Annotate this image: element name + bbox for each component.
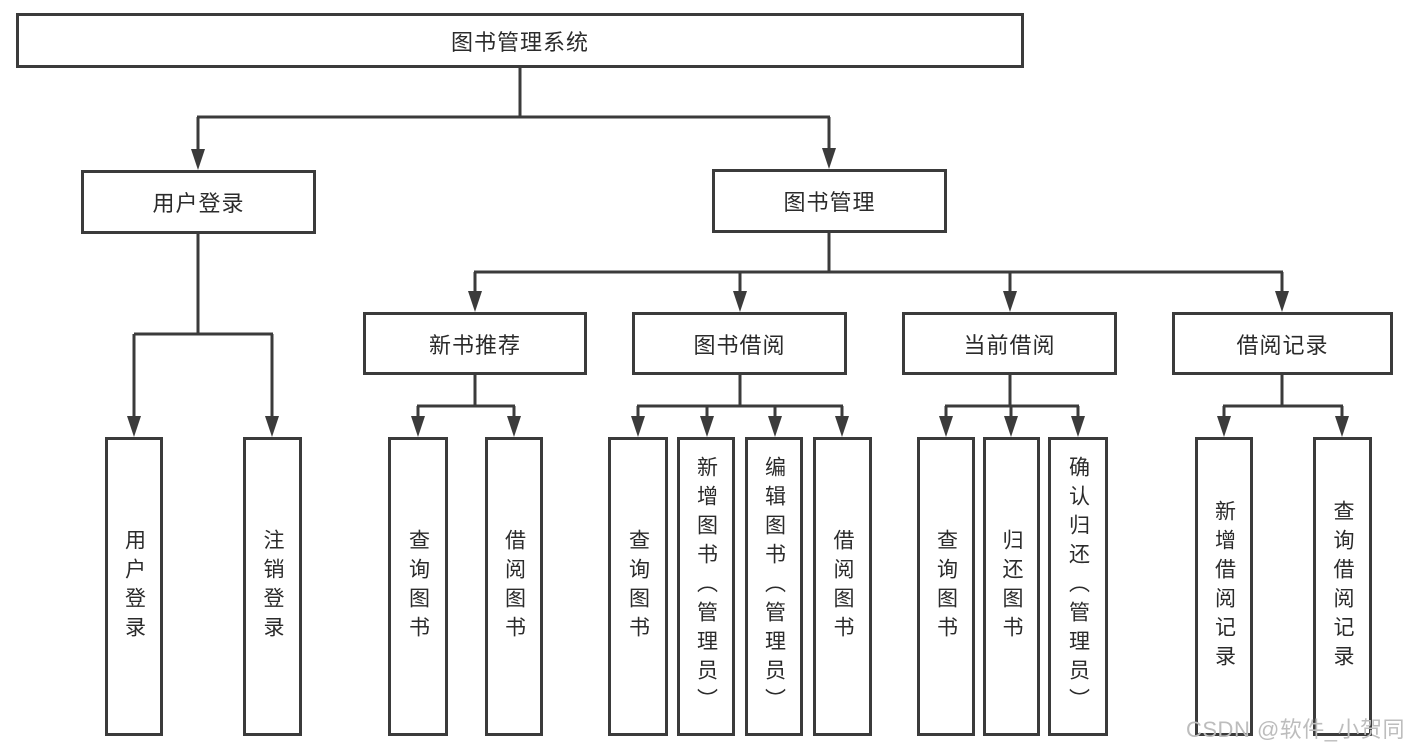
arrowhead-down-icon — [1275, 291, 1289, 312]
node-borrow-record-label: 借阅记录 — [1236, 332, 1329, 358]
node-current-borrow: 当前借阅 — [902, 312, 1117, 375]
node-book-mgmt-label: 图书管理 — [783, 190, 876, 215]
leaf-user-login-label: 用户登录 — [122, 528, 146, 645]
leaf-br-add-record: 新增借阅记录 — [1195, 437, 1253, 736]
arrowhead-down-icon — [1004, 416, 1018, 437]
arrowhead-down-icon — [733, 291, 747, 312]
arrowhead-down-icon — [468, 291, 482, 312]
node-root-label: 图书管理系统 — [450, 29, 589, 55]
leaf-bb-edit-books-admin-label: 编辑图书（管理员） — [762, 456, 786, 717]
node-new-book-rec: 新书推荐 — [363, 312, 587, 375]
node-book-borrow: 图书借阅 — [632, 312, 847, 375]
leaf-cb-return-books-label: 归还图书 — [1000, 528, 1023, 645]
arrowhead-down-icon — [700, 416, 714, 437]
arrowhead-down-icon — [411, 416, 425, 437]
arrowhead-down-icon — [1217, 416, 1231, 437]
leaf-nbr-borrow-books: 借阅图书 — [485, 437, 543, 736]
node-current-borrow-label: 当前借阅 — [963, 332, 1056, 358]
arrowhead-down-icon — [631, 416, 645, 437]
node-user-login: 用户登录 — [81, 170, 316, 234]
arrowhead-down-icon — [939, 416, 953, 437]
arrowhead-down-icon — [265, 416, 279, 437]
leaf-bb-borrow-books: 借阅图书 — [813, 437, 872, 736]
node-book-borrow-label: 图书借阅 — [693, 332, 786, 358]
leaf-br-query-record: 查询借阅记录 — [1313, 437, 1372, 736]
arrowhead-down-icon — [507, 416, 521, 437]
leaf-user-login: 用户登录 — [105, 437, 163, 736]
leaf-bb-add-books-admin: 新增图书（管理员） — [677, 437, 735, 736]
node-root: 图书管理系统 — [16, 13, 1024, 68]
leaf-logout-label: 注销登录 — [261, 528, 284, 645]
arrowhead-down-icon — [191, 149, 205, 170]
leaf-bb-query-books-label: 查询图书 — [626, 528, 650, 645]
leaf-br-add-record-label: 新增借阅记录 — [1212, 499, 1236, 674]
leaf-bb-add-books-admin-label: 新增图书（管理员） — [694, 456, 718, 717]
leaf-nbr-query-books: 查询图书 — [388, 437, 448, 736]
arrowhead-down-icon — [1071, 416, 1085, 437]
arrowhead-down-icon — [1003, 291, 1017, 312]
arrowhead-down-icon — [822, 148, 836, 169]
leaf-br-query-record-label: 查询借阅记录 — [1331, 499, 1354, 674]
node-new-book-rec-label: 新书推荐 — [428, 332, 521, 358]
arrowhead-down-icon — [768, 416, 782, 437]
node-user-login-label: 用户登录 — [152, 191, 245, 216]
node-book-mgmt: 图书管理 — [712, 169, 947, 233]
leaf-nbr-borrow-books-label: 借阅图书 — [502, 528, 526, 645]
node-borrow-record: 借阅记录 — [1172, 312, 1393, 375]
leaf-bb-edit-books-admin: 编辑图书（管理员） — [745, 437, 803, 736]
arrowhead-down-icon — [1335, 416, 1349, 437]
csdn-watermark: CSDN @软件_小贺同学 — [1186, 717, 1405, 742]
leaf-bb-borrow-books-label: 借阅图书 — [831, 528, 854, 645]
leaf-logout: 注销登录 — [243, 437, 302, 736]
leaf-bb-query-books: 查询图书 — [608, 437, 668, 736]
leaf-cb-query-books: 查询图书 — [917, 437, 975, 736]
leaf-cb-return-books: 归还图书 — [983, 437, 1040, 736]
leaf-nbr-query-books-label: 查询图书 — [406, 528, 430, 645]
leaf-cb-confirm-return-admin: 确认归还（管理员） — [1048, 437, 1108, 736]
arrowhead-down-icon — [127, 416, 141, 437]
arrowhead-down-icon — [835, 416, 849, 437]
leaf-cb-confirm-return-admin-label: 确认归还（管理员） — [1066, 456, 1090, 717]
leaf-cb-query-books-label: 查询图书 — [934, 528, 958, 645]
